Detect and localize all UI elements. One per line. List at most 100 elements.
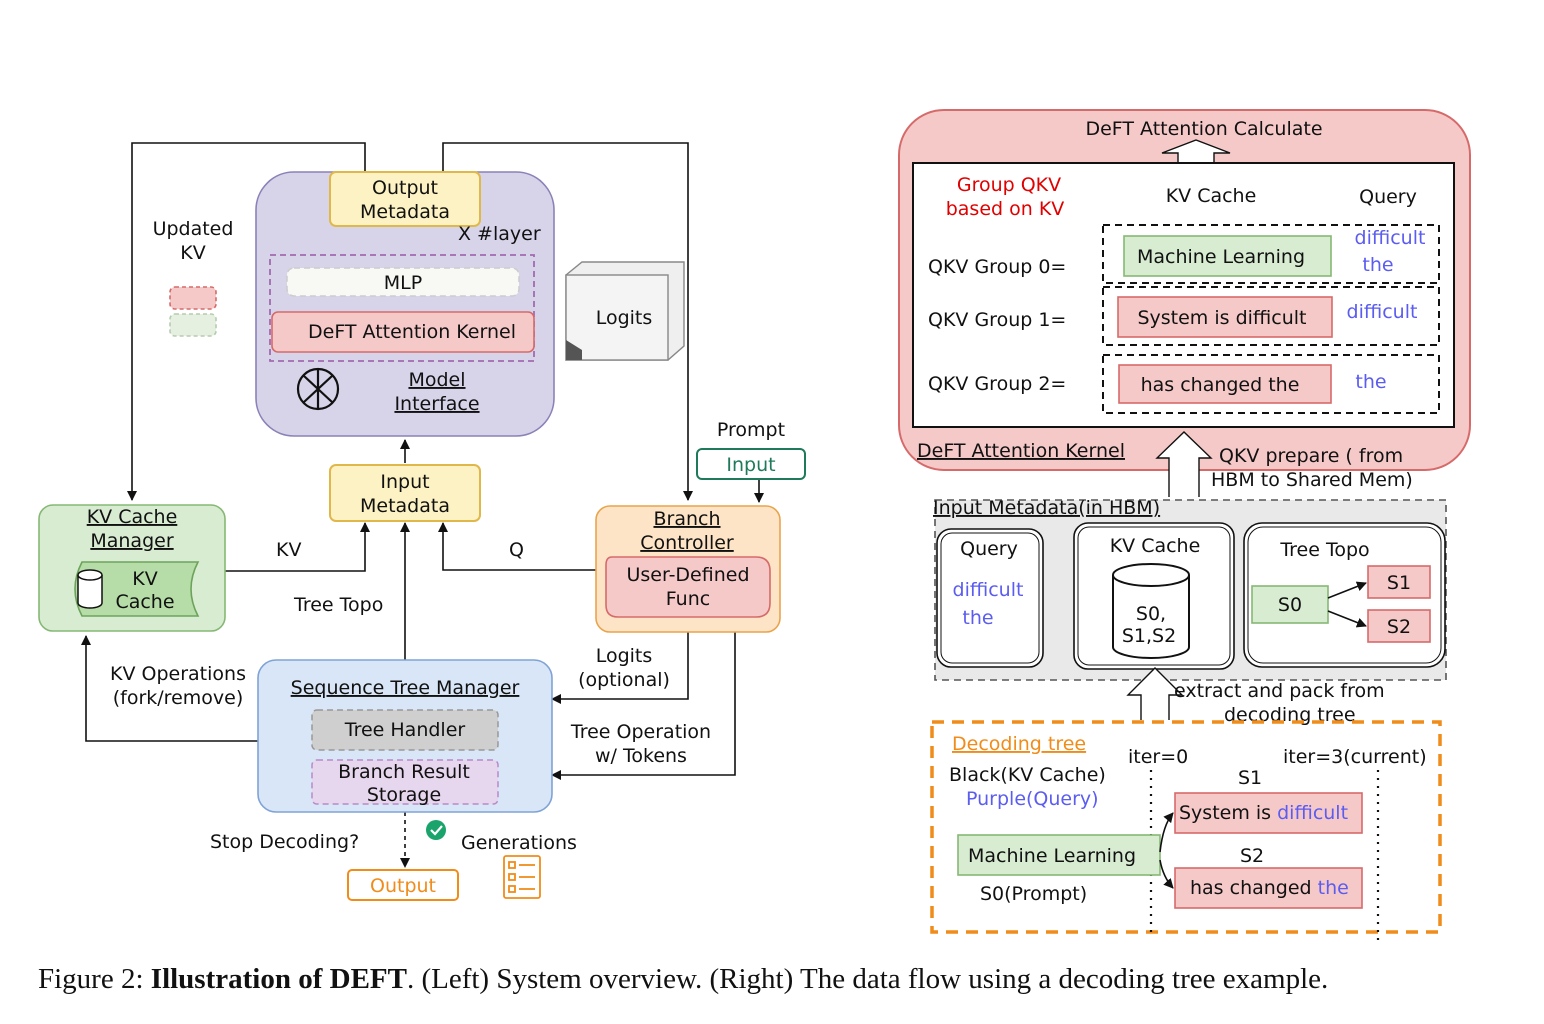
- user-defined-func-line1: User-Defined: [626, 564, 749, 586]
- tree-topo-box-title: Tree Topo: [1279, 539, 1369, 561]
- figure-caption: Figure 2: Illustration of DEFT. (Left) S…: [38, 963, 1518, 996]
- updated-kv-stack-icon: [169, 286, 217, 337]
- logits-optional-line2: (optional): [578, 669, 670, 691]
- iter3-label: iter=3(current): [1283, 746, 1427, 768]
- query-box-item-1: difficult: [953, 579, 1024, 601]
- left-connectors: [81, 142, 764, 868]
- kv-cache-box-inner: [1077, 526, 1231, 666]
- s1-label: S1: [1238, 767, 1262, 789]
- kv-cache-scroll: [74, 561, 200, 617]
- qkv-group-0-label: QKV Group 0=: [928, 256, 1066, 278]
- query-header: Query: [1359, 186, 1417, 208]
- mlp-box: [286, 267, 520, 297]
- qkv-group-0-query-1: difficult: [1355, 227, 1426, 249]
- root-text: Machine Learning: [968, 845, 1136, 867]
- tree-topo-s1-node: [1367, 565, 1431, 599]
- branch-result-line1: Branch Result: [338, 761, 470, 783]
- branch-controller-line1: Branch: [653, 508, 720, 530]
- output-label: Output: [370, 875, 436, 897]
- qkv-group-1-kv-box: [1117, 296, 1333, 338]
- kv-cache-line2: Cache: [115, 591, 174, 613]
- qkv-prepare-line1: QKV prepare ( from: [1219, 445, 1403, 467]
- decoding-tree-title: Decoding tree: [952, 733, 1086, 755]
- prompt-label: Prompt: [717, 419, 785, 441]
- tree-operation-line2: w/ Tokens: [595, 745, 687, 767]
- updated-kv-line1: Updated: [153, 218, 234, 240]
- list-document-icon: [503, 855, 541, 899]
- qkv-prepare-up-arrow: [1155, 431, 1213, 497]
- kv-cache-manager-line1: KV Cache: [87, 506, 178, 528]
- extract-pack-line1: extract and pack from: [1174, 680, 1385, 702]
- x-layer-label: X #layer: [458, 223, 541, 245]
- input-metadata-box: [329, 464, 481, 522]
- query-box: [936, 528, 1044, 668]
- generations-label: Generations: [461, 832, 577, 854]
- layer-group-box: [269, 254, 535, 362]
- qkv-group-1-box: [1102, 286, 1440, 346]
- output-metadata-line1: Output: [372, 177, 438, 199]
- iteration-dotted-lines: [1149, 770, 1380, 944]
- branch-result-line2: Storage: [367, 784, 441, 806]
- kv-cache-box-item-1: S0,: [1136, 603, 1166, 625]
- input-metadata-line2: Metadata: [360, 495, 450, 517]
- s2-label: S2: [1240, 845, 1264, 867]
- qkv-group-0-kv: Machine Learning: [1137, 246, 1305, 268]
- kv-operations-line1: KV Operations: [110, 663, 246, 685]
- group-qkv-line2: based on KV: [946, 198, 1065, 220]
- kv-edge-label: KV: [276, 539, 301, 561]
- qkv-group-2-box: [1102, 354, 1440, 414]
- s1-text: System is difficult: [1179, 802, 1348, 824]
- input-box: [696, 448, 806, 480]
- caption-rest: . (Left) System overview. (Right) The da…: [406, 963, 1329, 995]
- qkv-group-2-label: QKV Group 2=: [928, 373, 1066, 395]
- caption-prefix: Figure 2:: [38, 963, 151, 995]
- input-metadata-line1: Input: [380, 471, 429, 493]
- tree-topo-s2: S2: [1387, 616, 1411, 638]
- kv-cache-cylinder-icon: [1112, 563, 1190, 659]
- s2-node: [1174, 867, 1363, 909]
- root-node: [957, 834, 1161, 876]
- qkv-group-1-query-1: difficult: [1347, 301, 1418, 323]
- extract-up-arrow: [1126, 667, 1184, 720]
- kv-cache-line1: KV: [132, 568, 157, 590]
- input-label: Input: [726, 454, 775, 476]
- tree-topo-s2-node: [1367, 609, 1431, 643]
- output-metadata-box: [329, 171, 481, 227]
- kv-operations-line2: (fork/remove): [113, 687, 244, 709]
- tree-topo-edges: [1327, 581, 1367, 628]
- output-box: [347, 869, 459, 901]
- input-metadata-hbm-label: Input Metadata(in HBM): [933, 497, 1160, 519]
- qkv-group-2-kv-box: [1118, 364, 1332, 404]
- deft-attention-kernel-box: [271, 311, 535, 353]
- legend-black: Black(KV Cache): [949, 764, 1106, 786]
- iter0-label: iter=0: [1128, 746, 1188, 768]
- tree-topo-edge-label: Tree Topo: [293, 594, 383, 616]
- s2-text: has changed the: [1190, 877, 1349, 899]
- updated-kv-line2: KV: [180, 242, 205, 264]
- query-box-inner: [940, 532, 1040, 664]
- branch-result-storage-box: [311, 759, 499, 805]
- tree-handler-label: Tree Handler: [344, 719, 466, 741]
- logits-box: [565, 261, 685, 361]
- logits-label: Logits: [596, 307, 653, 329]
- q-edge-label: Q: [509, 539, 524, 561]
- model-interface-line1: Model: [408, 369, 465, 391]
- openai-logo-icon: [296, 367, 340, 411]
- group-qkv-line1: Group QKV: [957, 174, 1061, 196]
- qkv-group-1-label: QKV Group 1=: [928, 309, 1066, 331]
- model-interface-line2: Interface: [394, 393, 479, 415]
- qkv-group-2-kv: has changed the: [1141, 374, 1300, 396]
- deft-attention-kernel-right-label: DeFT Attention Kernel: [917, 440, 1125, 462]
- qkv-group-1-kv: System is difficult: [1137, 307, 1306, 329]
- kv-cache-box-title: KV Cache: [1110, 535, 1201, 557]
- output-metadata-line2: Metadata: [360, 201, 450, 223]
- tree-handler-box: [311, 709, 499, 751]
- qkv-prepare-line2: HBM to Shared Mem): [1211, 469, 1413, 491]
- stop-decoding-label: Stop Decoding?: [210, 831, 359, 853]
- check-icon: [426, 820, 446, 840]
- tree-topo-s1: S1: [1387, 572, 1411, 594]
- tree-operation-line1: Tree Operation: [570, 721, 711, 743]
- qkv-group-0-box: [1102, 224, 1440, 284]
- logits-optional-line1: Logits: [596, 645, 653, 667]
- decoding-tree-edges: [1159, 812, 1174, 889]
